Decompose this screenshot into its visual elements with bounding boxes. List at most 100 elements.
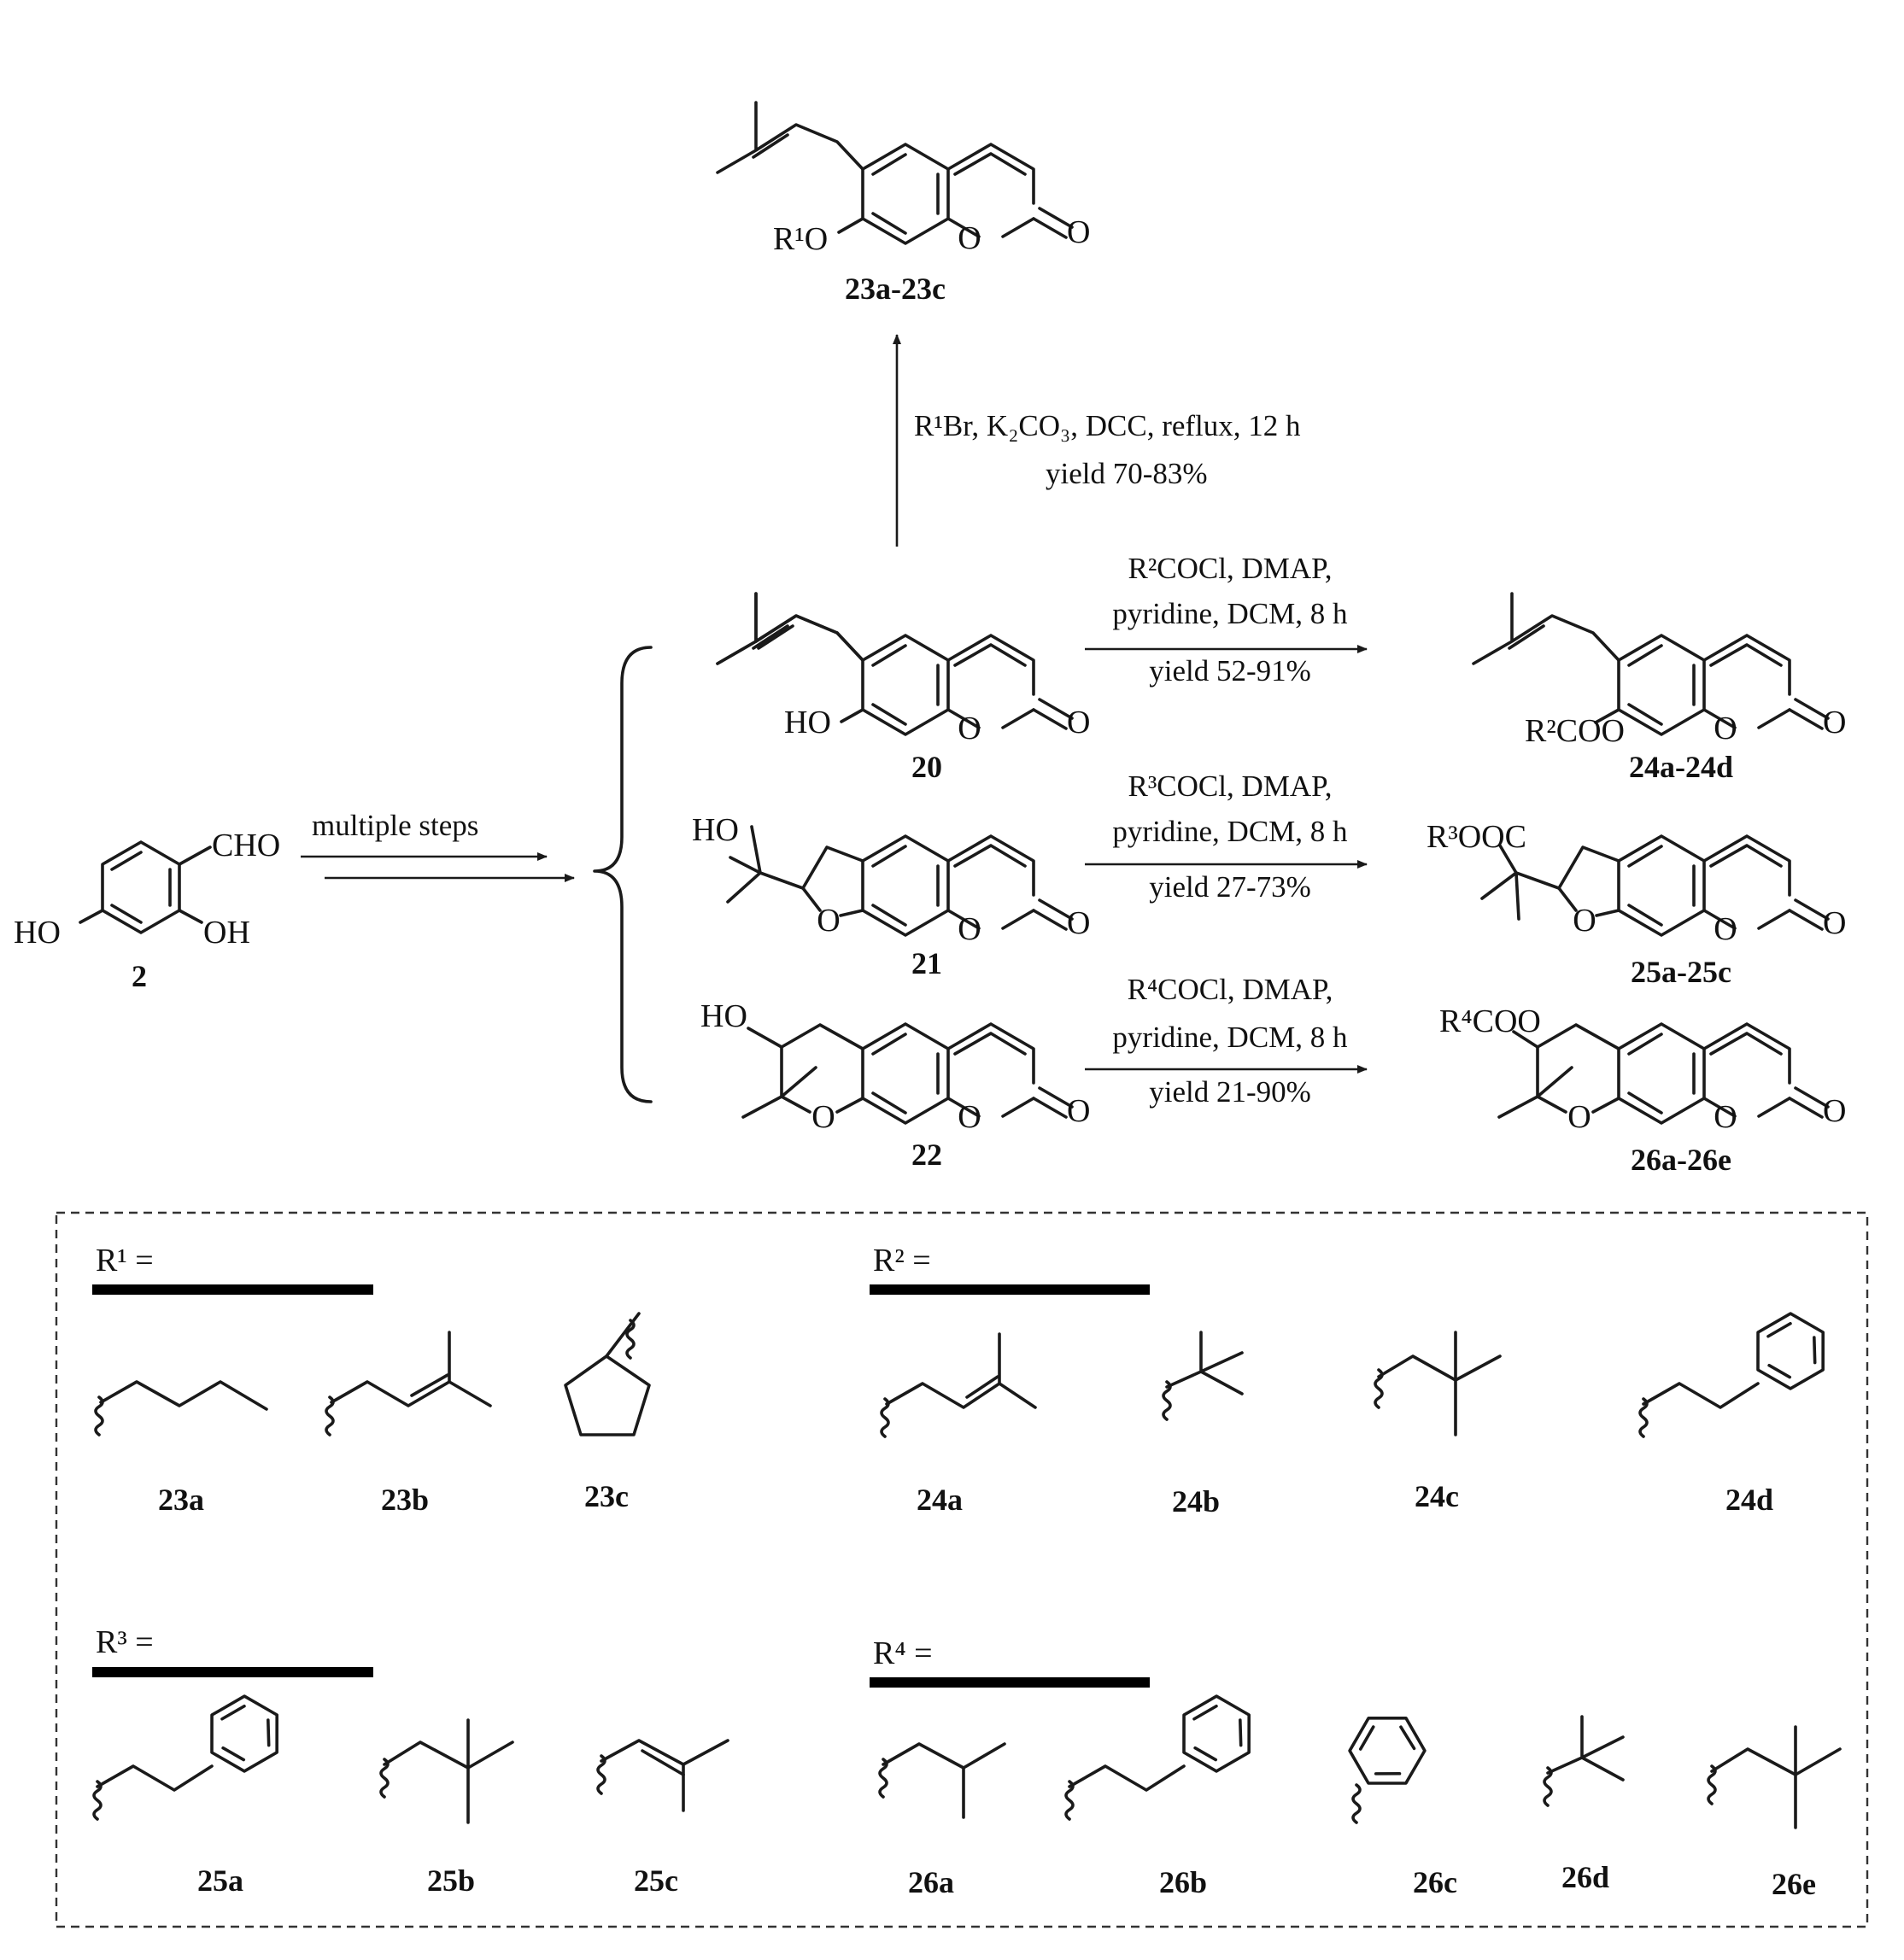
r1-heading: R¹ = — [96, 1243, 154, 1278]
brace — [593, 646, 653, 1103]
group-26a — [878, 1742, 1006, 1819]
label-26a: 26a — [908, 1865, 954, 1899]
multiple-steps-label: multiple steps — [312, 809, 478, 842]
group-25c — [596, 1739, 729, 1812]
cond-25-line2: pyridine, DCM, 8 h — [1112, 815, 1348, 848]
compound-22-label: 22 — [911, 1138, 942, 1172]
multiple-steps-step: multiple steps — [301, 809, 575, 882]
carbonyl-o-20: O — [1067, 705, 1090, 740]
compound-2-label: 2 — [132, 959, 147, 993]
ho-22: HO — [700, 998, 747, 1034]
product-23-label: 23a-23c — [845, 272, 946, 306]
r2-heading: R² = — [873, 1243, 931, 1278]
r2coo-sub: R²COO — [1525, 713, 1625, 749]
label-24c: 24c — [1415, 1479, 1459, 1513]
group-24a — [880, 1332, 1037, 1438]
reaction-to-25: R³COCl, DMAP, pyridine, DCM, 8 h yield 2… — [1085, 769, 1368, 904]
reaction-to-26: R⁴COCl, DMAP, pyridine, DCM, 8 h yield 2… — [1085, 973, 1368, 1109]
r4-section: R⁴ = 26a 26b 26c 26d 26 — [870, 1635, 1842, 1901]
oh-label: OH — [203, 915, 250, 951]
product-25-label: 25a-25c — [1631, 955, 1731, 989]
label-24d: 24d — [1725, 1483, 1773, 1517]
label-25a: 25a — [197, 1863, 243, 1898]
cond-26-yield: yield 21-90% — [1149, 1075, 1311, 1109]
group-24c — [1374, 1331, 1502, 1436]
product-23: R¹O O O 23a-23c — [716, 101, 1090, 306]
carbonyl-o-25: O — [1823, 905, 1846, 941]
ring-o-25: O — [1714, 911, 1737, 947]
ho-20: HO — [784, 705, 831, 740]
product-24-label: 24a-24d — [1629, 750, 1733, 784]
label-26d: 26d — [1561, 1860, 1609, 1894]
group-23a — [94, 1380, 268, 1436]
r1o-sub: R¹O — [773, 221, 828, 257]
r3-heading: R³ = — [96, 1624, 154, 1660]
carbonyl-o-23: O — [1067, 214, 1090, 250]
furan-o-25: O — [1573, 903, 1596, 939]
ring-o-24: O — [1714, 711, 1737, 746]
cond-23-yield: yield 70-83% — [1046, 457, 1208, 490]
product-26-label: 26a-26e — [1631, 1143, 1731, 1177]
label-25c: 25c — [634, 1863, 678, 1898]
r4-heading: R⁴ = — [873, 1635, 933, 1671]
ring-o-23: O — [958, 220, 981, 256]
r2-section: R² = 24a 24b 24c 24d — [870, 1243, 1842, 1518]
cond-24-line2: pyridine, DCM, 8 h — [1112, 597, 1348, 630]
label-24b: 24b — [1172, 1484, 1220, 1518]
ho-label: HO — [14, 915, 61, 951]
product-24: R²COO O O 24a-24d — [1472, 592, 1846, 784]
r1-section: R¹ = 23a 23b 23c — [92, 1243, 651, 1517]
compound-20-label: 20 — [911, 750, 942, 784]
pyran-o-26: O — [1567, 1099, 1591, 1135]
substituent-box — [55, 1211, 1869, 1928]
reaction-to-23: R¹Br, K₂CO₃, DCC, reflux, 12 h yield 70-… — [893, 334, 1301, 547]
group-25a — [92, 1685, 296, 1821]
cond-26-line1: R⁴COCl, DMAP, — [1128, 973, 1333, 1006]
r3ooc-sub: R³OOC — [1427, 819, 1526, 855]
reaction-to-24: R²COCl, DMAP, pyridine, DCM, 8 h yield 5… — [1085, 552, 1368, 687]
cond-24-yield: yield 52-91% — [1149, 654, 1311, 687]
ring-o-22: O — [958, 1099, 981, 1135]
label-25b: 25b — [427, 1863, 475, 1898]
carbonyl-o-24: O — [1823, 705, 1846, 740]
group-26d — [1543, 1715, 1625, 1807]
compound-2: CHO HO OH 2 — [14, 828, 280, 993]
ring-o-26: O — [1714, 1099, 1737, 1135]
group-23b — [325, 1331, 492, 1436]
label-23a: 23a — [158, 1483, 204, 1517]
group-23c — [564, 1312, 651, 1436]
cond-23-line1: R¹Br, K₂CO₃, DCC, reflux, 12 h — [914, 409, 1301, 442]
carbonyl-o-22: O — [1067, 1093, 1090, 1129]
ho-21: HO — [692, 812, 739, 848]
compound-21: HO O O O 21 — [692, 812, 1090, 980]
ring-o-21: O — [958, 911, 981, 947]
group-25b — [379, 1718, 514, 1824]
label-26c: 26c — [1413, 1865, 1457, 1899]
pyran-o-22: O — [811, 1099, 835, 1135]
cond-24-line1: R²COCl, DMAP, — [1128, 552, 1332, 585]
group-26b — [1064, 1685, 1268, 1821]
cho-label: CHO — [212, 828, 280, 863]
compound-22: HO O O O 22 — [700, 998, 1090, 1172]
r3-section: R³ = 25a 25b 25c — [92, 1624, 729, 1898]
furan-o-21: O — [817, 903, 840, 939]
group-24d — [1638, 1302, 1842, 1438]
carbonyl-o-21: O — [1067, 905, 1090, 941]
group-24b — [1162, 1331, 1244, 1421]
label-26b: 26b — [1159, 1865, 1207, 1899]
group-26e — [1707, 1725, 1842, 1829]
cond-25-line1: R³COCl, DMAP, — [1128, 769, 1332, 803]
r4coo-sub: R⁴COO — [1439, 1003, 1541, 1039]
label-23c: 23c — [584, 1479, 629, 1513]
ring-o-20: O — [958, 711, 981, 746]
product-25: R³OOC O O O 25a-25c — [1427, 819, 1846, 989]
compound-21-label: 21 — [911, 946, 942, 980]
cond-25-yield: yield 27-73% — [1149, 870, 1311, 904]
label-23b: 23b — [381, 1483, 429, 1517]
compound-20: HO O O 20 — [716, 592, 1090, 784]
product-26: R⁴COO O O O 26a-26e — [1439, 1003, 1846, 1177]
carbonyl-o-26: O — [1823, 1093, 1846, 1129]
label-26e: 26e — [1772, 1867, 1816, 1901]
cond-26-line2: pyridine, DCM, 8 h — [1112, 1021, 1348, 1054]
